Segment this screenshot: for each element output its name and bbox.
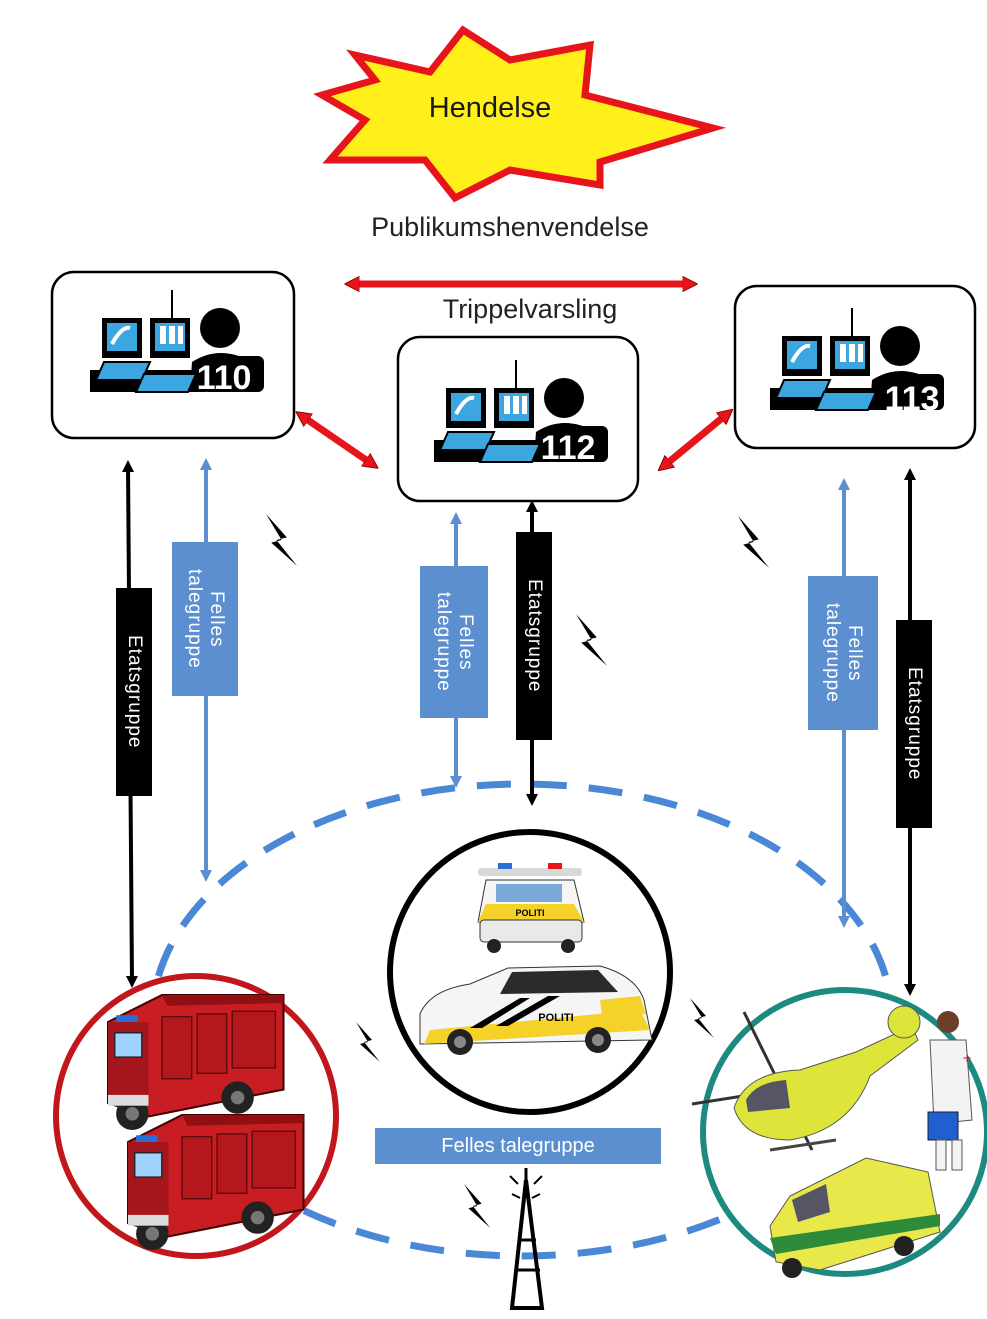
central-113: 113	[733, 284, 977, 450]
radio-bolt-icon	[356, 1022, 380, 1062]
radio-bolt-icon	[464, 1184, 491, 1228]
police-car-icon: POLITI	[477, 863, 585, 953]
common-group-label-bottom: Felles talegruppe	[375, 1128, 661, 1164]
agency-group-label-110: Etatsgruppe	[116, 588, 152, 796]
central-110-number: 110	[197, 359, 252, 397]
agency-group-label-113: Etatsgruppe	[896, 620, 932, 828]
public-contact-label: Publikumshenvendelse	[371, 212, 649, 242]
police-group: POLITI POLITI	[387, 829, 673, 1115]
central-112: 112	[396, 335, 640, 503]
radio-mast-icon	[509, 1168, 545, 1310]
common-group-label-113: Felles talegruppe	[808, 576, 878, 730]
ambulance-icon	[769, 1157, 941, 1278]
common-group-label-110: Felles talegruppe	[172, 542, 238, 696]
central-113-number: 113	[885, 380, 940, 418]
triple-alert-label: Trippelvarsling	[442, 294, 618, 324]
alert-arrow-113-112	[664, 414, 727, 466]
radio-bolt-icon	[690, 998, 714, 1038]
radio-bolt-icon	[738, 516, 770, 568]
svg-text:+: +	[962, 1051, 972, 1065]
health-service-group: +	[691, 987, 987, 1278]
radio-bolt-icon	[266, 514, 298, 566]
alert-arrow-110-112	[302, 416, 372, 464]
agency-group-label-112: Etatsgruppe	[516, 532, 552, 740]
police-car-text: POLITI	[516, 908, 545, 918]
radio-bolt-icon	[576, 614, 608, 666]
incident-label: Hendelse	[428, 92, 552, 124]
central-112-number: 112	[541, 429, 596, 467]
common-group-label-112: Felles talegruppe	[420, 566, 488, 718]
police-car-icon: POLITI	[419, 965, 653, 1055]
fire-service-group	[53, 973, 339, 1259]
paramedic-icon: +	[927, 1011, 973, 1171]
helicopter-icon	[691, 1005, 921, 1152]
police-car-text: POLITI	[538, 1012, 573, 1024]
central-110: 110	[50, 270, 296, 440]
incident-star	[313, 25, 727, 203]
